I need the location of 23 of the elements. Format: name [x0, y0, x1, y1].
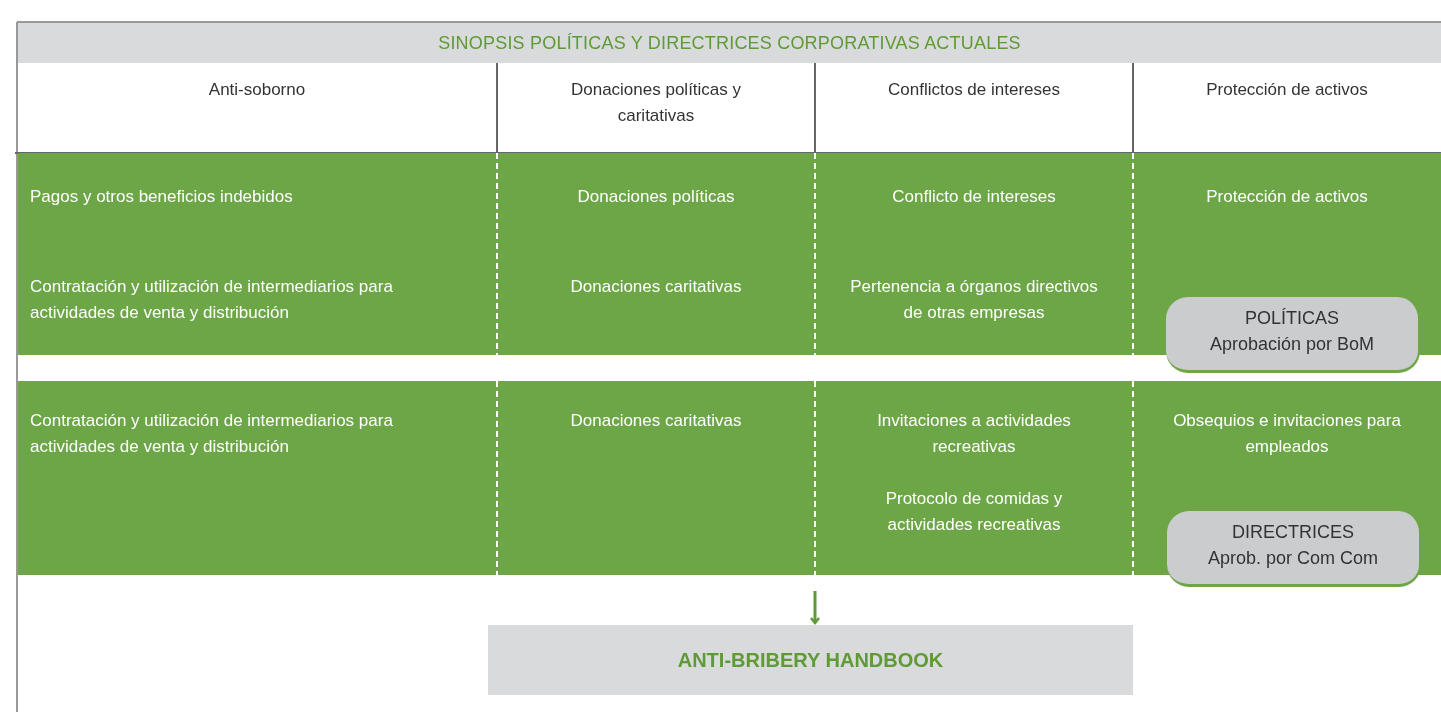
- category-band: [18, 381, 1441, 575]
- column-header: Donaciones políticas y caritativas: [569, 79, 743, 127]
- topic-text: Protocolo de comidas y actividades recreativas: [884, 488, 1064, 536]
- topic-text: Donaciones políticas: [576, 186, 736, 208]
- category-band: [18, 153, 1441, 355]
- topic-text: Obsequios e invitaciones para empleados: [1172, 410, 1402, 458]
- column-header: Protección de activos: [1205, 79, 1369, 101]
- topic-text: Pertenencia a órganos directivos de otras empresas: [849, 276, 1099, 324]
- topic-text: Pagos y otros beneficios indebidos: [30, 186, 294, 208]
- topic-text: Protección de activos: [1205, 186, 1369, 208]
- topic-text: Contratación y utilización de intermediarios para actividades de venta y distribución: [30, 410, 394, 458]
- topic-text: Conflicto de intereses: [891, 186, 1057, 208]
- title-band: SINOPSIS POLÍTICAS Y DIRECTRICES CORPORATIVAS ACTUALES: [18, 23, 1441, 63]
- column-header: Anti-soborno: [207, 79, 307, 101]
- topic-text: Donaciones caritativas: [569, 410, 743, 432]
- approval-pill: DIRECTRICES Aprob. por Com Com: [1167, 511, 1421, 587]
- column-header: Conflictos de intereses: [887, 79, 1061, 101]
- topic-text: Donaciones caritativas: [569, 276, 743, 298]
- approval-pill: POLÍTICAS Aprobación por BoM: [1166, 297, 1420, 373]
- handbook-box: ANTI-BRIBERY HANDBOOK: [488, 625, 1133, 695]
- topic-text: Invitaciones a actividades recreativas: [876, 410, 1072, 458]
- arrow: [809, 591, 821, 625]
- topic-text: Contratación y utilización de intermediarios para actividades de venta y distribución: [30, 276, 394, 324]
